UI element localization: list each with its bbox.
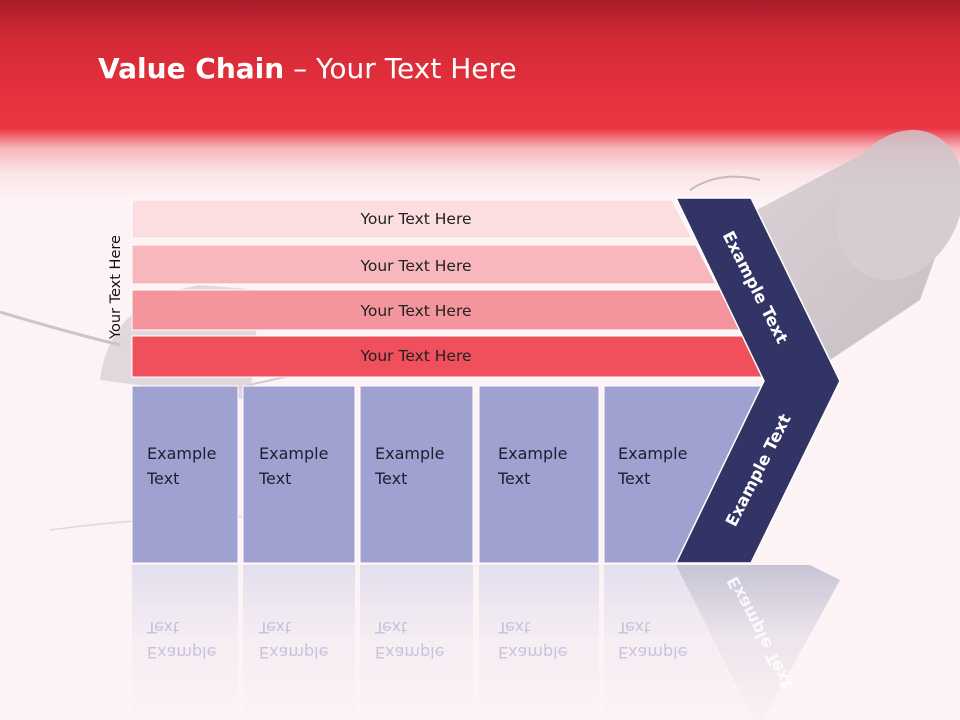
band-2-label: Your Text Here <box>360 257 472 275</box>
box-1-line2: Text <box>147 469 180 488</box>
box-5-reflection-line2: Text <box>618 618 651 637</box>
box-4-reflection-line1: Example <box>498 643 568 662</box>
band-4-label: Your Text Here <box>360 347 472 365</box>
box-5-line1: Example <box>618 444 688 463</box>
box-4-reflection-line2: Text <box>498 618 531 637</box>
band-2-shape <box>131 244 717 285</box>
box-2-shape <box>242 385 356 564</box>
title-banner <box>0 0 960 200</box>
box-3-line1: Example <box>375 444 445 463</box>
box-1-shape <box>131 385 239 564</box>
box-3-reflection: Example Text <box>375 615 444 665</box>
title-bold: Value Chain <box>98 52 285 85</box>
slide-title: Value Chain – Your Text Here <box>98 52 517 85</box>
band-1-label: Your Text Here <box>360 210 472 228</box>
band-3-label: Your Text Here <box>360 302 472 320</box>
box-4-reflection: Example Text <box>498 615 567 665</box>
box-5-line2: Text <box>618 469 651 488</box>
diagram-reflection: Example Text Example Text Example Text Exam… <box>0 565 960 720</box>
box-1-reflection-line2: Text <box>147 618 180 637</box>
box-2-line1: Example <box>259 444 329 463</box>
box-2-line2: Text <box>259 469 292 488</box>
box-3-shape <box>359 385 474 564</box>
side-axis-label: Your Text Here <box>108 235 124 339</box>
box-3-reflection-line2: Text <box>375 618 408 637</box>
box-1-line1: Example <box>147 444 217 463</box>
box-4-shape <box>478 385 600 564</box>
box-4-line1: Example <box>498 444 568 463</box>
title-rest: – Your Text Here <box>284 52 517 85</box>
chevron-shape <box>674 197 841 564</box>
box-3-reflection-line1: Example <box>375 643 445 662</box>
box-1-reflection: Example Text <box>147 615 216 665</box>
box-5-reflection: Example Text <box>618 615 687 665</box>
box-1-reflection-line1: Example <box>147 643 217 662</box>
box-4-line2: Text <box>498 469 531 488</box>
box-2-reflection: Example Text <box>259 615 328 665</box>
box-3-line2: Text <box>375 469 408 488</box>
box-5-reflection-line1: Example <box>618 643 688 662</box>
band-1-shape <box>131 199 693 239</box>
box-2-reflection-line1: Example <box>259 643 329 662</box>
box-2-reflection-line2: Text <box>259 618 292 637</box>
